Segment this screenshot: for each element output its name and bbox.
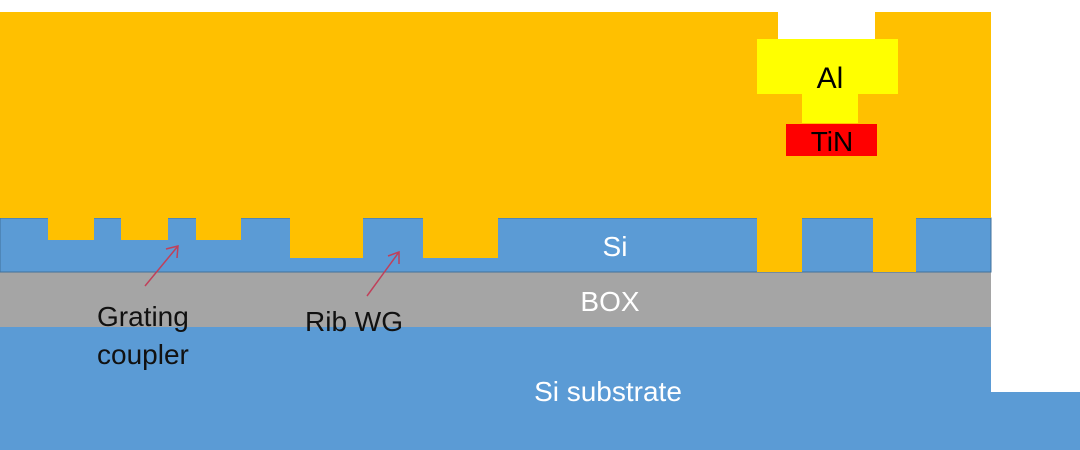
rib-trench [423, 217, 498, 258]
aluminum-contact [757, 39, 898, 123]
via-trench [757, 217, 802, 272]
si-label: Si [603, 231, 628, 262]
grating-trench [48, 217, 94, 240]
grating-trench [196, 217, 241, 240]
grating-trench [121, 217, 168, 240]
al-label: Al [817, 62, 844, 95]
substrate-label: Si substrate [534, 376, 682, 407]
tin-heater [786, 124, 877, 156]
box-layer [0, 272, 991, 327]
oxide-cladding [0, 12, 991, 218]
box-label: BOX [580, 286, 639, 317]
rib-arrow-icon [366, 250, 400, 297]
grating-coupler-label-line2: coupler [97, 339, 189, 370]
grating-coupler-label-line1: Grating [97, 301, 189, 332]
si-substrate-layer [0, 327, 1080, 450]
via-trench [873, 217, 916, 272]
rib-trench [290, 217, 363, 258]
grating-arrow-icon [144, 245, 179, 287]
rib-wg-label: Rib WG [305, 306, 403, 337]
tin-label: TiN [811, 126, 854, 157]
